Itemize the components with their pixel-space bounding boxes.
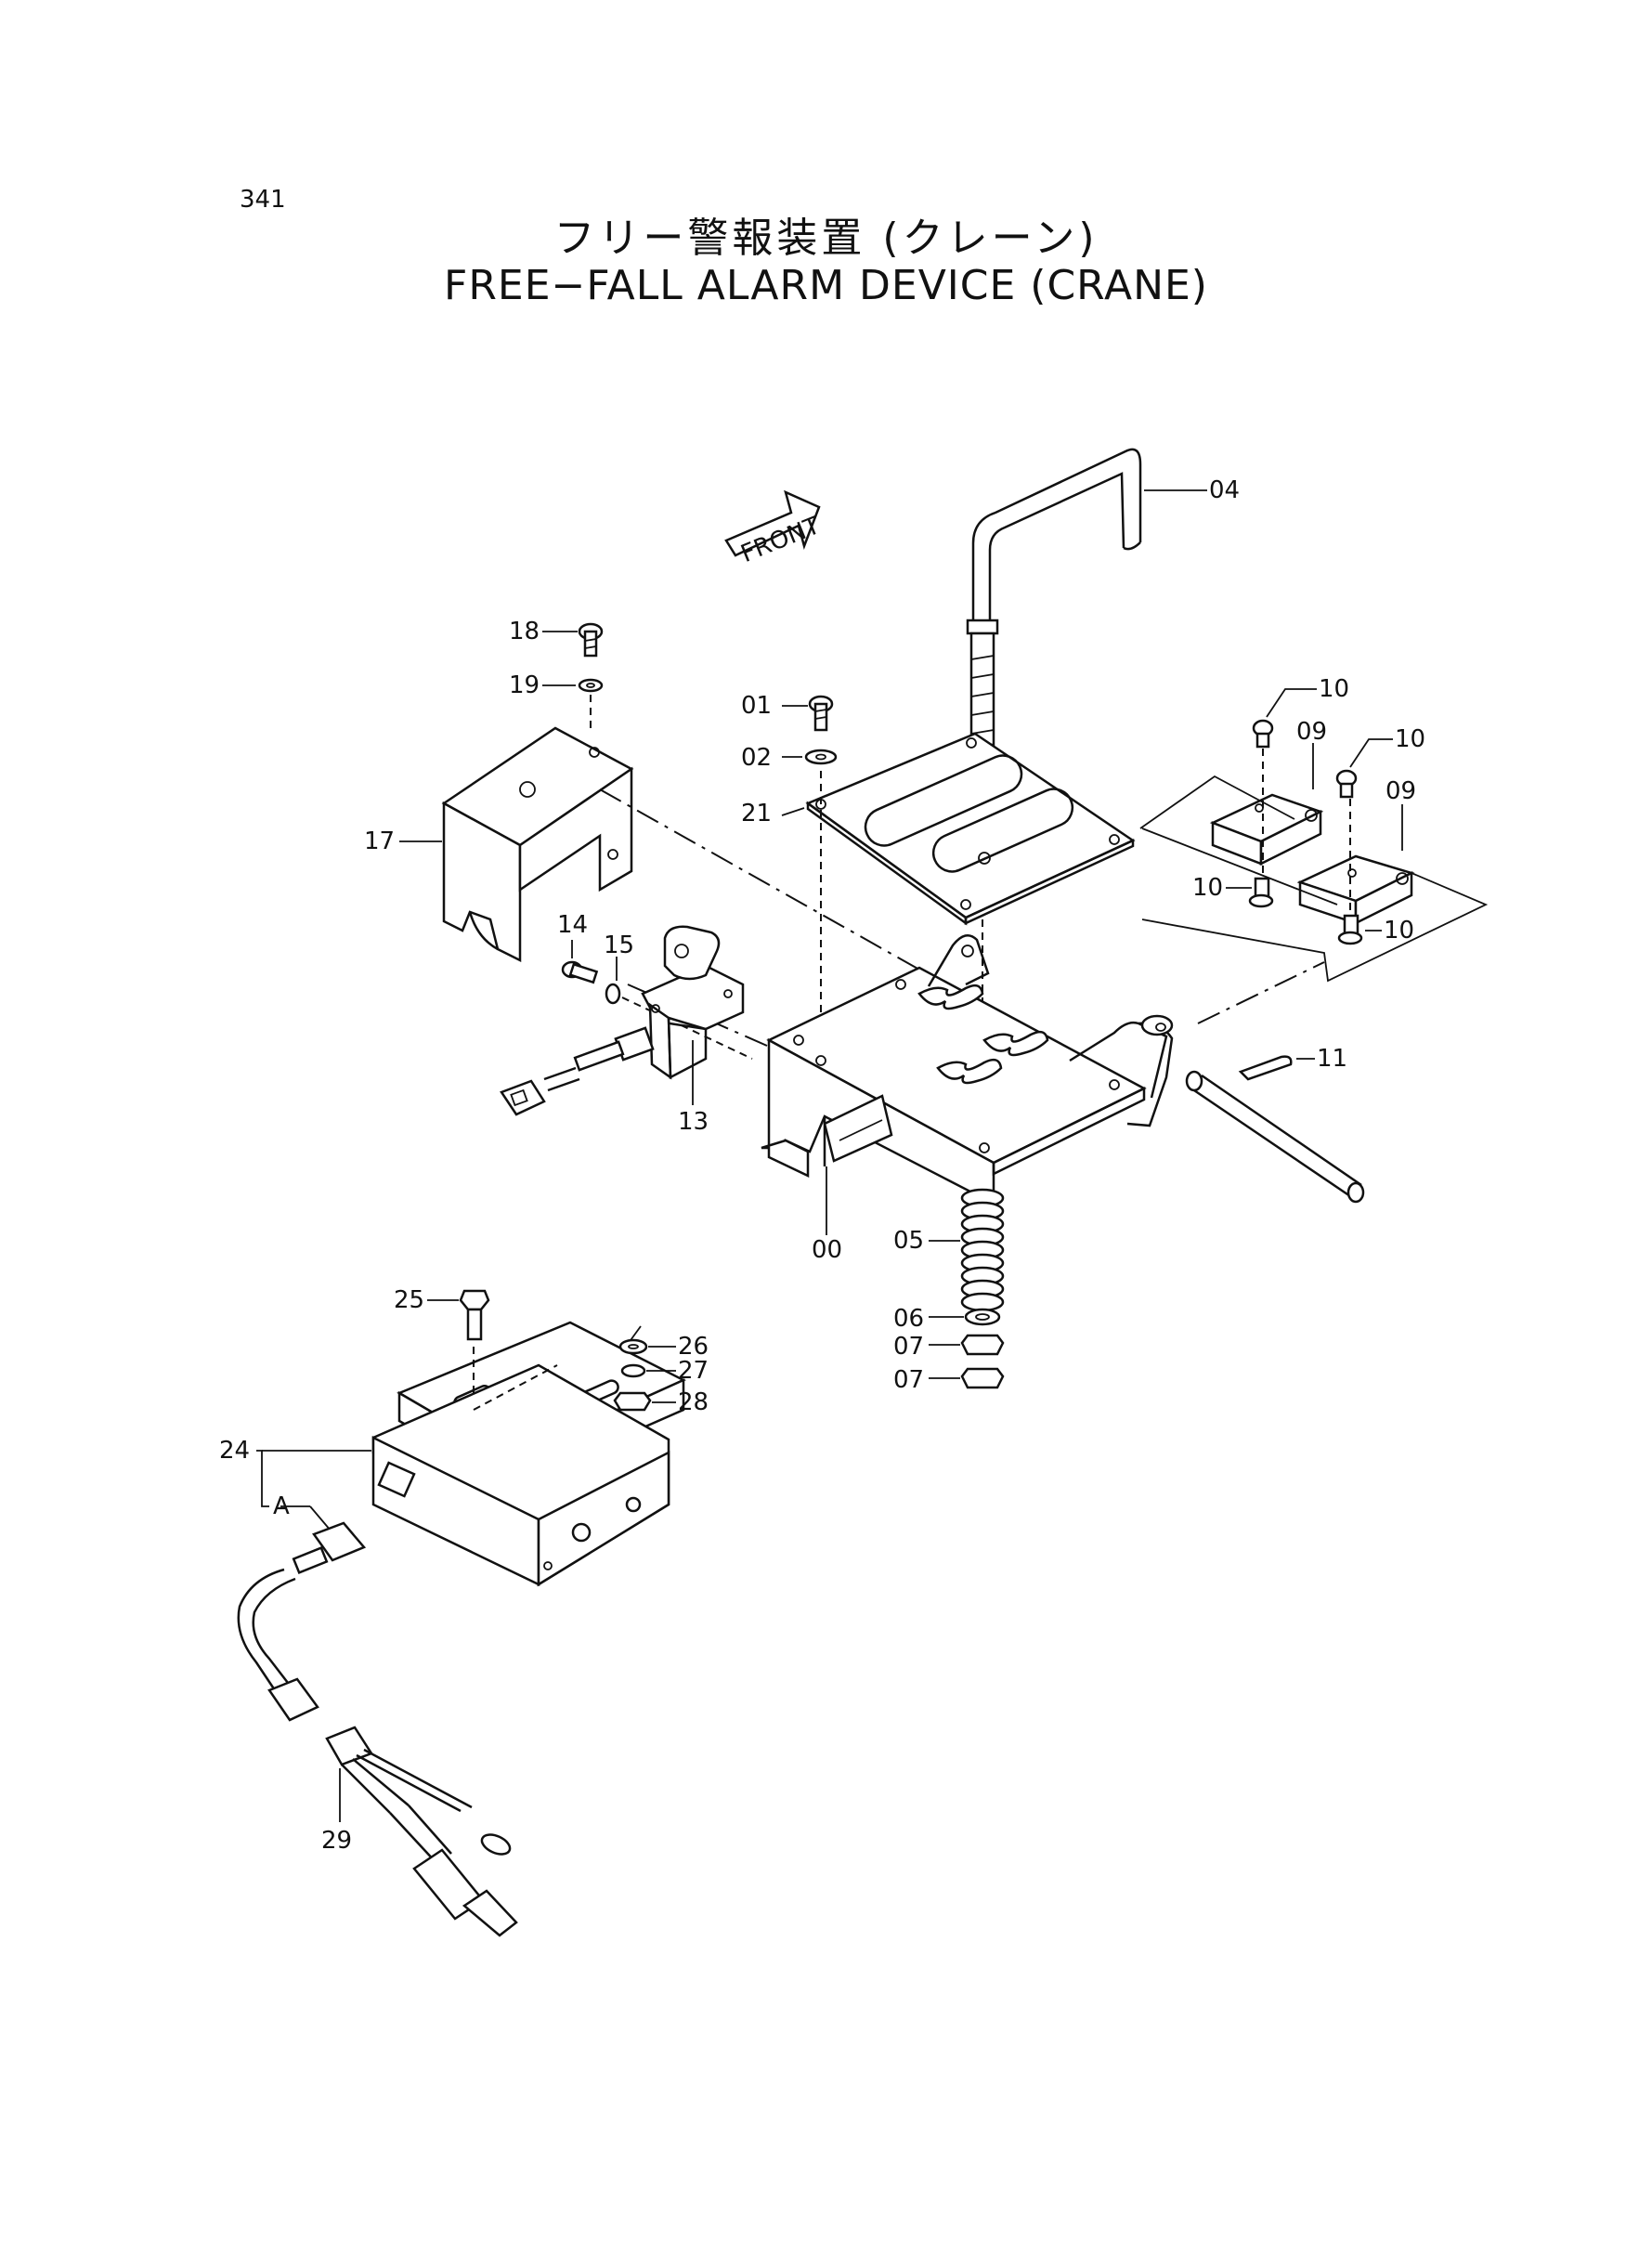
callout-28: 28 xyxy=(678,1388,709,1416)
part-17-bracket xyxy=(399,726,634,963)
front-label: FRONT xyxy=(737,512,825,568)
callout-21: 21 xyxy=(741,800,772,827)
part-10-screw-b xyxy=(1335,738,1393,799)
callout-17: 17 xyxy=(364,827,395,855)
part-19-washer xyxy=(542,678,604,693)
part-09-block-left xyxy=(1209,743,1324,866)
part-06-washer xyxy=(929,1308,1001,1326)
callout-10-d: 10 xyxy=(1384,917,1414,945)
part-10-screw-c xyxy=(1226,877,1274,908)
callout-29: 29 xyxy=(321,1827,352,1855)
part-00-base-bracket xyxy=(761,933,1174,1235)
part-24-controller xyxy=(256,1321,686,1587)
part-11-pin xyxy=(1185,1055,1365,1204)
part-10-screw-a xyxy=(1252,688,1317,749)
part-07-nut-lower xyxy=(929,1367,1005,1389)
callout-00: 00 xyxy=(812,1236,842,1264)
part-21-plate xyxy=(805,732,1136,926)
callout-04: 04 xyxy=(1209,476,1240,504)
callout-10-b: 10 xyxy=(1395,725,1425,753)
connector-a xyxy=(237,1505,367,1691)
callout-11: 11 xyxy=(1317,1045,1347,1073)
part-29-harness xyxy=(267,1677,518,1937)
callout-25: 25 xyxy=(394,1286,424,1314)
callout-09-a: 09 xyxy=(1296,718,1327,746)
callout-27: 27 xyxy=(678,1357,709,1385)
callout-26: 26 xyxy=(678,1333,709,1361)
callout-a: A xyxy=(273,1492,290,1520)
front-arrow-icon: FRONT xyxy=(724,489,825,568)
part-18-bolt xyxy=(542,622,604,658)
callout-15: 15 xyxy=(604,932,634,959)
title-english: FREE−FALL ALARM DEVICE (CRANE) xyxy=(444,262,1208,309)
part-02-washer xyxy=(782,749,838,765)
part-27-washer xyxy=(620,1363,676,1378)
part-13-limit-switch xyxy=(500,925,745,1116)
callout-14: 14 xyxy=(557,911,588,939)
part-04-rod xyxy=(966,448,1207,817)
part-07-nut-upper xyxy=(929,1334,1005,1356)
part-14-bolt xyxy=(561,940,599,984)
callout-24: 24 xyxy=(219,1437,250,1465)
part-01-bolt xyxy=(782,695,834,732)
callout-10-a: 10 xyxy=(1319,675,1349,703)
callout-02: 02 xyxy=(741,744,772,772)
page-number: 341 xyxy=(240,186,286,214)
part-10-screw-d xyxy=(1337,914,1382,945)
callout-10-c: 10 xyxy=(1192,874,1223,902)
part-25-bolt xyxy=(427,1289,490,1341)
part-28-nut xyxy=(613,1391,676,1412)
callout-19: 19 xyxy=(509,671,540,699)
title-japanese: フリー警報装置 (クレーン) xyxy=(553,215,1099,262)
callout-05: 05 xyxy=(893,1227,924,1255)
part-26-washer xyxy=(618,1338,676,1355)
part-15-washer xyxy=(605,957,621,1005)
part-05-spring xyxy=(929,1188,1005,1312)
callout-18: 18 xyxy=(509,618,540,645)
callout-13: 13 xyxy=(678,1108,709,1136)
callout-09-b: 09 xyxy=(1385,777,1416,805)
callout-07-lower: 07 xyxy=(893,1366,924,1394)
callout-06: 06 xyxy=(893,1305,924,1333)
callout-01: 01 xyxy=(741,692,772,720)
callout-07-upper: 07 xyxy=(893,1333,924,1361)
